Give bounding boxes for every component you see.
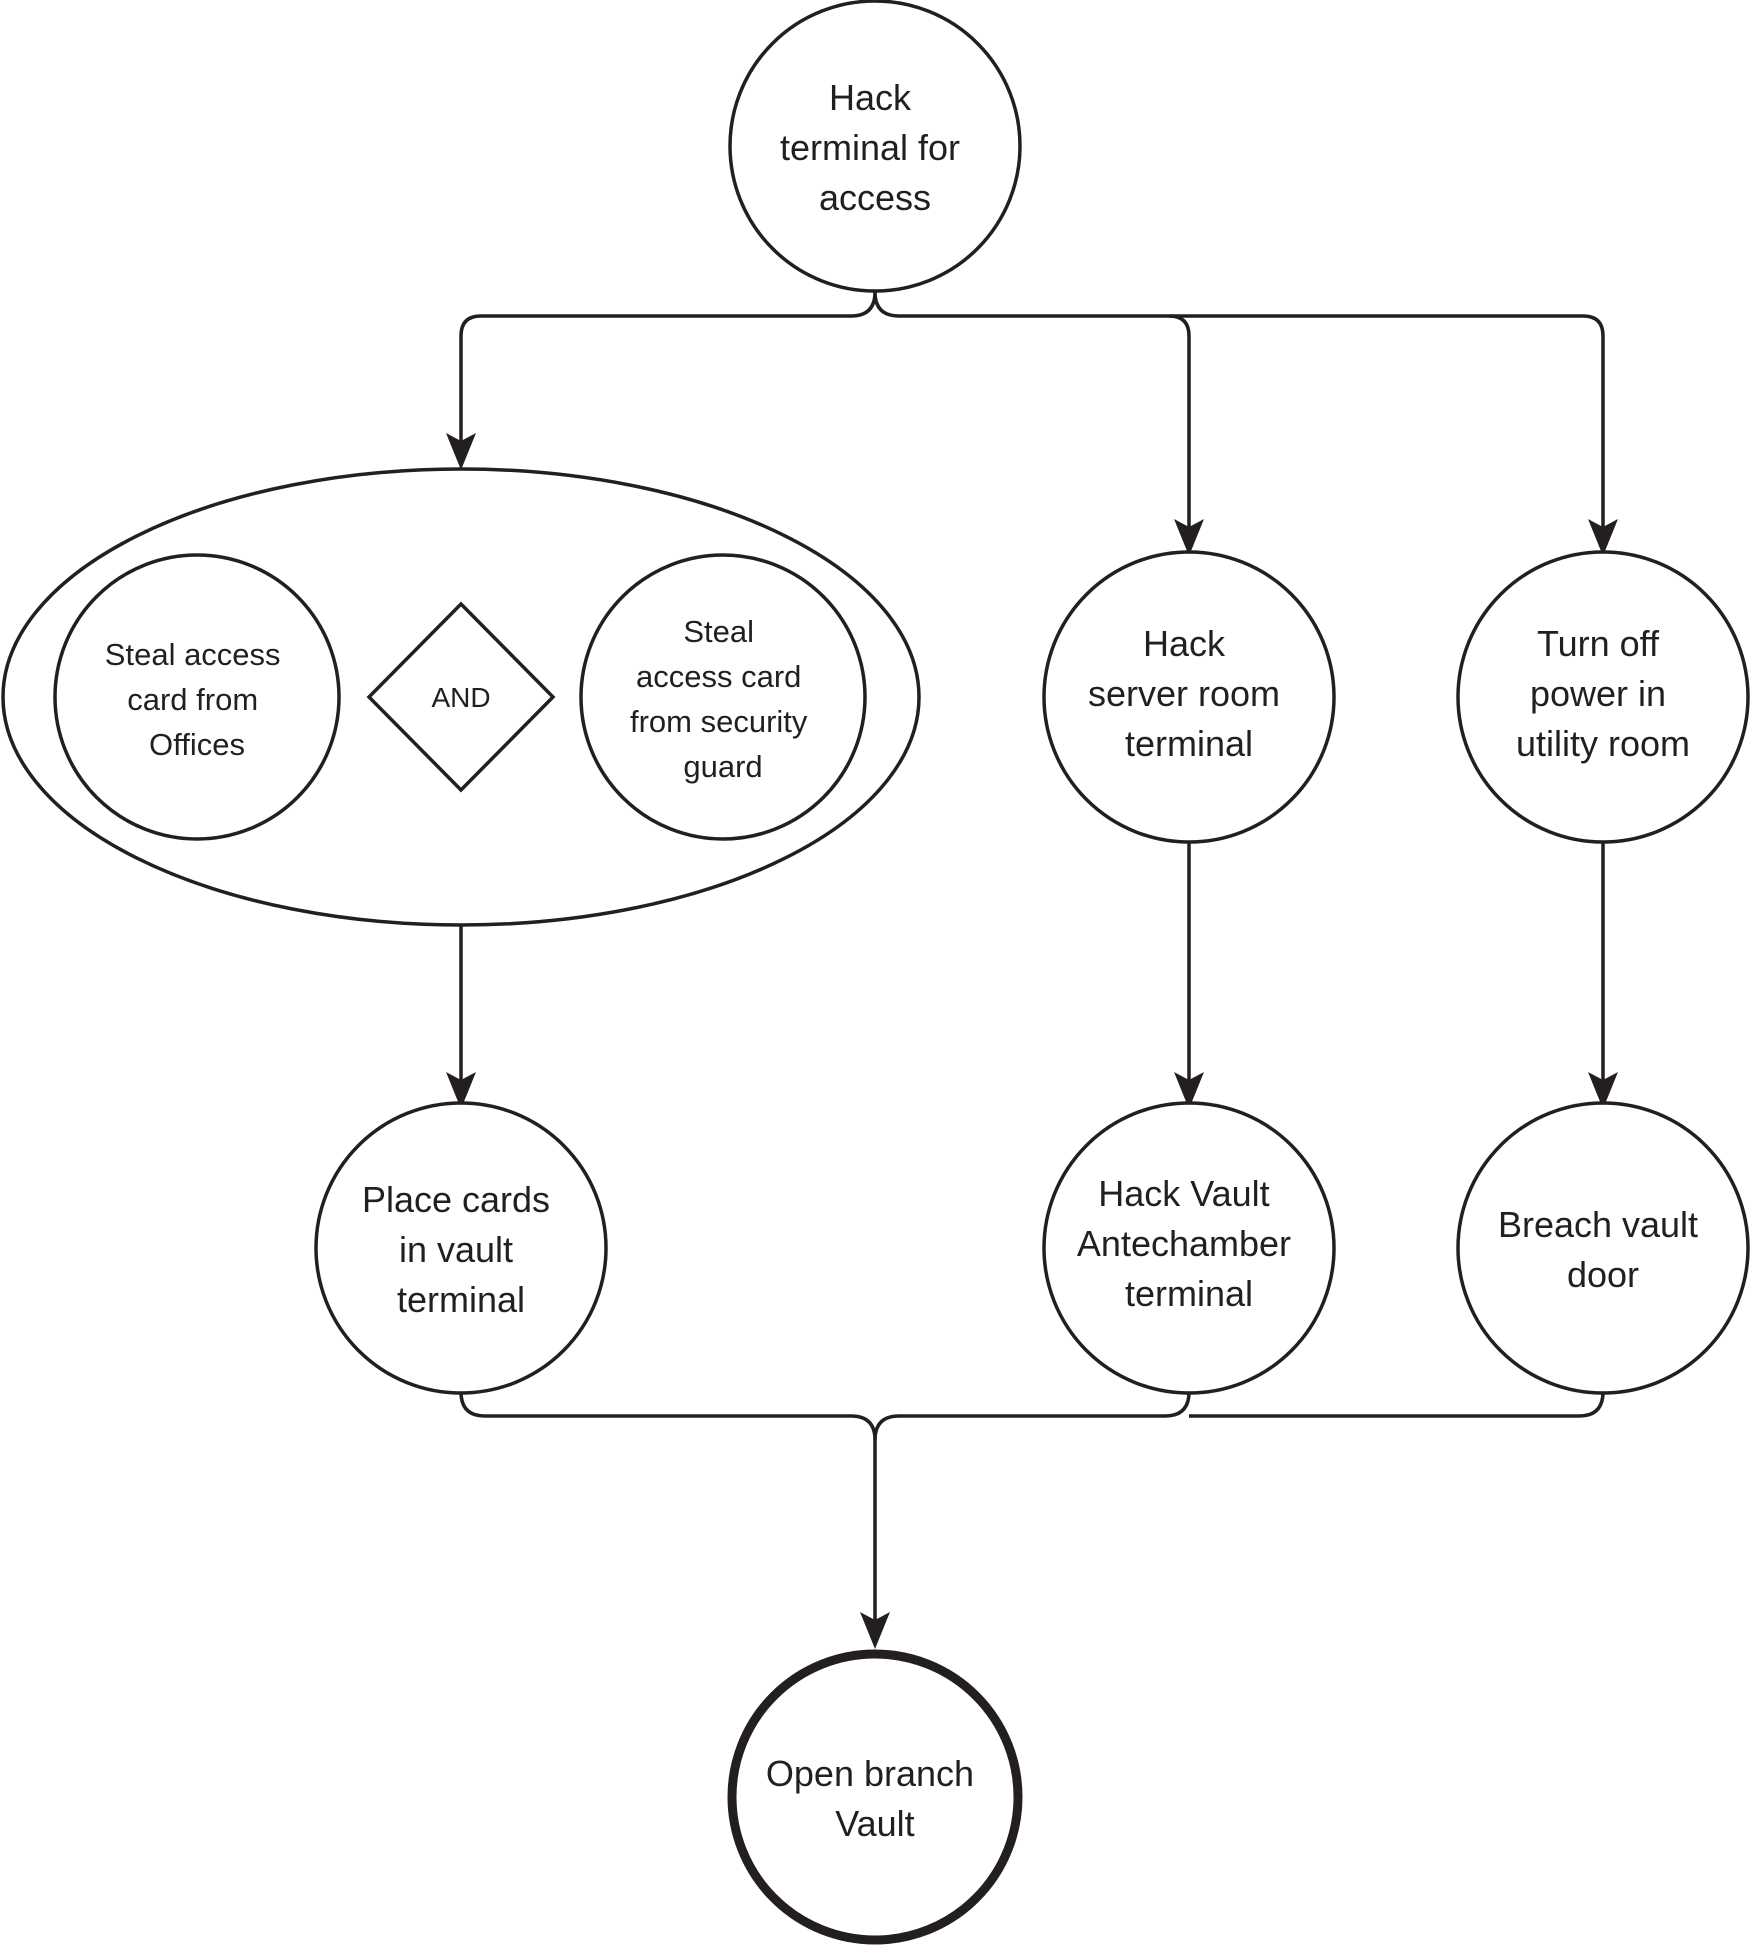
arrowhead-place-cards: [446, 1072, 476, 1109]
node-label: Hack Vault Antechamber terminal: [1077, 1173, 1301, 1314]
edges: [446, 291, 1618, 1649]
edge-place-cards-to-goal: [459, 1391, 877, 1625]
edge-root-to-server-room: [873, 291, 1191, 532]
label-line: access card: [636, 659, 801, 694]
label-line: from security: [630, 704, 808, 739]
group-ellipse: [1, 467, 921, 927]
label-line: Hack: [829, 77, 912, 118]
node-goal-open-branch-vault: Open branch Vault: [727, 1649, 1023, 1945]
label-line: guard: [683, 749, 762, 784]
label-line: Hack Vault: [1098, 1173, 1269, 1214]
label-line: Breach vault: [1498, 1204, 1698, 1245]
label-line: Steal: [683, 614, 754, 649]
label-line: card from: [127, 682, 258, 717]
label-line: terminal for: [780, 127, 960, 168]
and-group: Steal access card from Offices AND Steal…: [1, 467, 921, 927]
label-line: Place cards: [362, 1179, 550, 1220]
arrowhead-goal: [860, 1612, 890, 1649]
node-steal-card-guard: Steal access card from security guard: [579, 553, 867, 841]
label-line: Vault: [835, 1803, 914, 1844]
label-line: utility room: [1516, 723, 1690, 764]
and-gate: AND: [366, 601, 556, 793]
arrowhead-breach: [1588, 1072, 1618, 1109]
label-line: terminal: [1125, 723, 1253, 764]
label-line: Offices: [149, 727, 245, 762]
and-gate-label: AND: [431, 682, 490, 713]
label-line: access: [819, 177, 931, 218]
node-label: Hack terminal for access: [780, 77, 970, 218]
node-hack-terminal-for-access: Hack terminal for access: [728, 0, 1022, 293]
label-line: terminal: [397, 1279, 525, 1320]
node-label: Breach vault door: [1498, 1204, 1708, 1295]
arrowheads: [446, 433, 1618, 1649]
node-steal-card-offices: Steal access card from Offices: [53, 553, 341, 841]
label-line: Hack: [1143, 623, 1226, 664]
and-gate-diamond: [366, 601, 556, 793]
node-breach-vault-door: Breach vault door: [1456, 1101, 1750, 1395]
arrowhead-antechamber: [1174, 1072, 1204, 1109]
edge-root-to-group: [459, 291, 877, 446]
node-hack-antechamber: Hack Vault Antechamber terminal: [1042, 1101, 1336, 1395]
edge-root-to-power: [1169, 314, 1605, 532]
arrowhead-server-room: [1174, 519, 1204, 556]
edge-antechamber-to-goal: [873, 1391, 1191, 1441]
label-line: Open branch: [766, 1753, 974, 1794]
node-turn-off-power: Turn off power in utility room: [1456, 550, 1750, 844]
node-label: Steal access card from Offices: [105, 637, 289, 762]
arrowhead-power: [1588, 519, 1618, 556]
arrowhead-group: [446, 433, 476, 470]
node-label: Hack server room terminal: [1088, 623, 1290, 764]
node-label: Steal access card from security guard: [630, 614, 816, 784]
label-line: Antechamber: [1077, 1223, 1291, 1264]
label-line: server room: [1088, 673, 1280, 714]
edge-breach-to-goal: [1189, 1391, 1605, 1418]
label-line: in vault: [399, 1229, 513, 1270]
node-hack-server-room-terminal: Hack server room terminal: [1042, 550, 1336, 844]
node-label: Turn off power in utility room: [1516, 623, 1690, 764]
label-line: door: [1567, 1254, 1639, 1295]
label-line: terminal: [1125, 1273, 1253, 1314]
node-label: Place cards in vault terminal: [362, 1179, 560, 1320]
label-line: Turn off: [1537, 623, 1660, 664]
label-line: power in: [1530, 673, 1666, 714]
label-line: Steal access: [105, 637, 281, 672]
node-label: Open branch Vault: [766, 1753, 984, 1844]
node-place-cards: Place cards in vault terminal: [314, 1101, 608, 1395]
